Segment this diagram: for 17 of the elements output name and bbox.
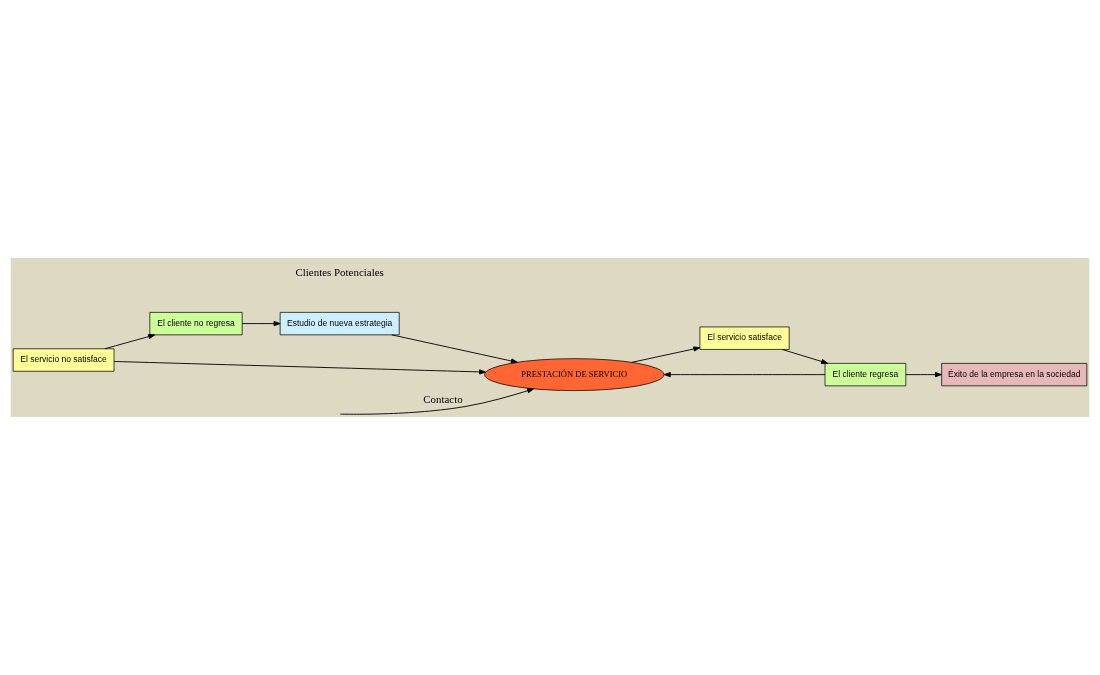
arrow: [241, 321, 281, 327]
arrow: [104, 334, 156, 350]
arrow: [663, 372, 826, 378]
node-box: Estudio de nueva estrategia: [279, 312, 400, 336]
node-box: Éxito de la empresa en la sociedad: [941, 363, 1088, 387]
arrow: [905, 372, 942, 378]
arrow: [339, 388, 535, 415]
arrow: [391, 334, 518, 364]
arrow: [113, 361, 487, 375]
node-box: El cliente regresa: [824, 363, 907, 387]
edge-label: Contacto: [423, 392, 463, 405]
arrow: [631, 346, 701, 363]
node-box: El servicio satisface: [699, 326, 790, 350]
node-box: El cliente no regresa: [149, 312, 243, 336]
node-box: El servicio no satisface: [12, 348, 115, 372]
arrow: [781, 349, 829, 365]
label: Clientes Potenciales: [295, 265, 384, 278]
